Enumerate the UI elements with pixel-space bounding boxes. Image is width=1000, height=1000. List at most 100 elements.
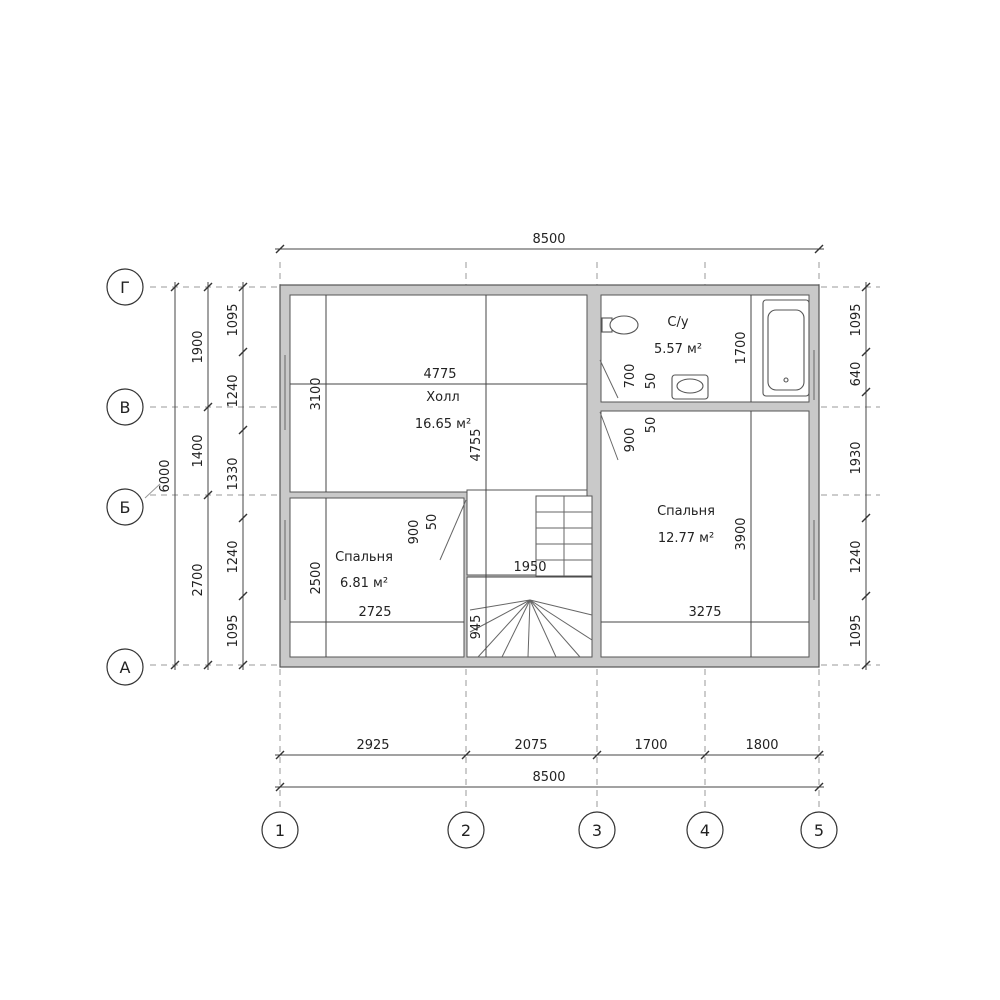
right-dimension-chain <box>861 282 871 670</box>
dim-left-inner-5: 1095 <box>226 614 241 647</box>
tick <box>238 347 248 357</box>
axis-label-5: 5 <box>814 821 824 840</box>
tick <box>861 387 871 397</box>
doors <box>439 359 619 561</box>
room-bedroom-large-area <box>600 410 810 658</box>
tick <box>461 750 471 760</box>
axis-label-2: 2 <box>461 821 471 840</box>
stair-step <box>529 599 557 658</box>
bathtub-inner <box>767 309 805 391</box>
axis-bubble-1 <box>261 811 299 849</box>
room-bedroom-small-area-label: 6.81 м² <box>340 576 388 591</box>
column-axis-bubbles: 1 2 3 4 5 <box>261 811 838 849</box>
axis-label-G: Г <box>120 278 130 297</box>
walls <box>279 284 820 668</box>
row-axis-bubbles: Г В Б А <box>106 268 161 686</box>
tick <box>203 490 213 500</box>
axis-bubble-A <box>106 648 144 686</box>
tick <box>592 750 602 760</box>
dim-stairs-width: 1950 <box>513 560 546 575</box>
tick <box>814 750 824 760</box>
axis-label-A: А <box>120 658 131 677</box>
dim-bedroom-large-width: 3275 <box>688 605 721 620</box>
top-dimension-chain <box>275 244 824 254</box>
dim-bedroom-large-depth: 3900 <box>734 517 749 550</box>
tick <box>238 660 248 670</box>
tick <box>203 282 213 292</box>
axis-label-4: 4 <box>700 821 710 840</box>
dim-bedroom-small-width: 2725 <box>358 605 391 620</box>
dim-right-inner-1: 1095 <box>849 303 864 336</box>
tick <box>700 750 710 760</box>
axis-label-B: Б <box>120 498 131 517</box>
room-bathroom-name: С/у <box>667 315 688 330</box>
windows <box>284 350 815 600</box>
stair-step <box>529 599 593 641</box>
axis-bubble-G <box>106 268 144 306</box>
dim-left-total: 6000 <box>158 459 173 492</box>
tick <box>203 402 213 412</box>
dim-bottom-total: 8500 <box>532 770 565 785</box>
axis-bubble-4 <box>686 811 724 849</box>
tick <box>203 660 213 670</box>
bathroom-fixtures <box>601 299 810 400</box>
axis-label-1: 1 <box>275 821 285 840</box>
room-hall-name: Холл <box>426 390 459 405</box>
dim-left-mid-3: 2700 <box>191 563 206 596</box>
tick <box>861 513 871 523</box>
stair-step <box>469 599 531 633</box>
dim-bathroom-door-offset: 50 <box>644 373 659 390</box>
axis-bubble-B <box>106 488 144 526</box>
interior-dimensions <box>290 295 809 657</box>
tick <box>814 244 824 254</box>
tick <box>861 591 871 601</box>
door-leaf-bedroom-small <box>439 499 467 561</box>
dim-hall-width: 4775 <box>423 367 456 382</box>
dim-right-inner-4: 1240 <box>849 540 864 573</box>
dim-right-inner-5: 1095 <box>849 614 864 647</box>
stair-step <box>477 599 531 658</box>
bottom-dimension-chain <box>275 750 824 792</box>
dim-bottom-seg-1: 2925 <box>356 738 389 753</box>
room-bedroom-small-name: Спальня <box>335 550 393 565</box>
tick <box>861 347 871 357</box>
dim-stairs-depth: 945 <box>469 615 484 640</box>
room-hall-area <box>289 294 588 493</box>
room-hall-area-label: 16.65 м² <box>415 417 471 432</box>
dim-right-inner-2: 640 <box>849 362 864 387</box>
room-bathroom-area-label: 5.57 м² <box>654 342 702 357</box>
dim-left-inner-4: 1240 <box>226 540 241 573</box>
tick <box>275 244 285 254</box>
dim-bathroom-door: 700 <box>623 364 638 389</box>
dim-hall-depth: 3100 <box>309 377 324 410</box>
door-leaf-bathroom <box>599 359 619 399</box>
tick <box>170 282 180 292</box>
tick <box>238 425 248 435</box>
dim-left-mid-1: 1900 <box>191 330 206 363</box>
dim-bedroom-large-door-offset: 50 <box>644 417 659 434</box>
axis-bubble-V <box>106 388 144 426</box>
dim-left-mid-2: 1400 <box>191 434 206 467</box>
stair-steps <box>469 496 593 658</box>
tick <box>861 282 871 292</box>
axis-bubble-3 <box>578 811 616 849</box>
dim-hall-depth2: 4755 <box>469 428 484 461</box>
dim-right-inner-3: 1930 <box>849 441 864 474</box>
stair-step <box>501 599 531 658</box>
dim-bottom-seg-3: 1700 <box>634 738 667 753</box>
stair-step <box>529 599 593 616</box>
dim-left-inner-1: 1095 <box>226 303 241 336</box>
dim-top-total: 8500 <box>532 232 565 247</box>
tick <box>238 591 248 601</box>
dim-bedroom-small-depth: 2500 <box>309 561 324 594</box>
stair-step <box>527 599 531 658</box>
door-leaf-bedroom-large <box>599 411 619 461</box>
tick <box>170 660 180 670</box>
room-bedroom-large-area-label: 12.77 м² <box>658 531 714 546</box>
toilet-bowl-icon <box>609 315 639 335</box>
tick <box>275 750 285 760</box>
room-bedroom-large-name: Спальня <box>657 504 715 519</box>
tick <box>238 513 248 523</box>
bathtub-drain <box>783 377 789 383</box>
